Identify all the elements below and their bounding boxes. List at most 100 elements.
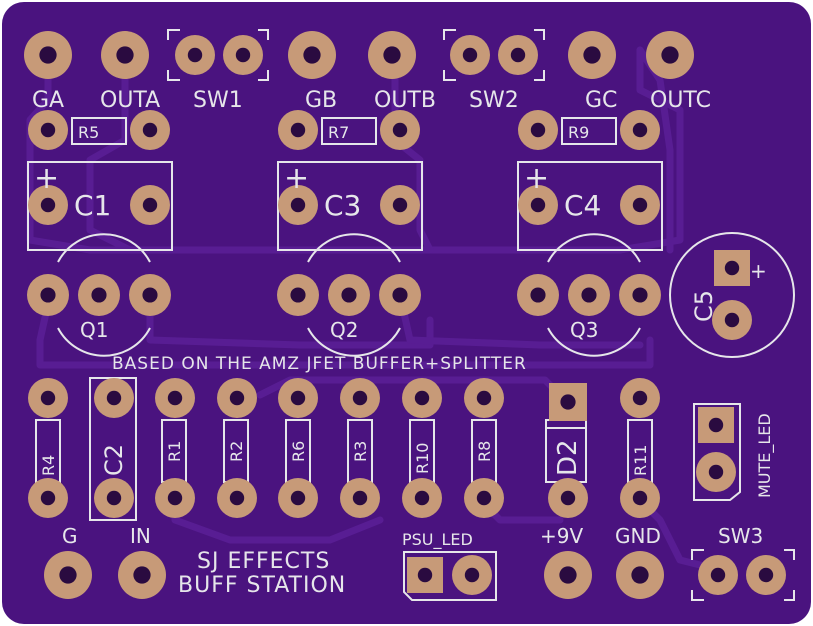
gc-pad-hole	[583, 46, 601, 64]
mute-led-round-pad-hole	[708, 464, 724, 480]
res-pad-upper-6-hole	[414, 390, 430, 406]
res-pad-lower-5-hole	[352, 490, 368, 506]
label-outa: OUTA	[100, 88, 160, 113]
label-mute-led: MUTE_LED	[755, 413, 775, 498]
switch-pad-2-hole	[462, 47, 478, 63]
psu-led-square-pad-hole	[417, 567, 433, 583]
cap-pad-5-hole	[632, 197, 648, 213]
label-c1: C1	[74, 189, 111, 222]
res-pad-lower-6-hole	[414, 490, 430, 506]
label-title-line1: SJ EFFECTS	[197, 549, 330, 574]
cap-pad-4-hole	[530, 197, 546, 213]
silkscreen-labels: GA OUTA SW1 GB OUTB SW2 GC OUTC R5 R7 R9…	[32, 88, 775, 598]
label-q3: Q3	[570, 318, 598, 342]
res-pad-lower-2-hole	[167, 490, 183, 506]
sw3-pad-1-hole	[710, 567, 726, 583]
transistor-pad-1-hole	[91, 287, 107, 303]
label-title-line2: BUFF STATION	[178, 573, 346, 598]
transistor-pad-3-hole	[290, 287, 306, 303]
c5-round-pad-hole	[724, 312, 740, 328]
label-r4: R4	[39, 455, 58, 476]
psu-led-round-pad-hole	[464, 567, 480, 583]
transistor-pad-2-hole	[142, 287, 158, 303]
label-c5-plus: +	[750, 259, 767, 283]
label-r10: R10	[413, 443, 432, 474]
switch-pad-0-hole	[187, 47, 203, 63]
label-sw3: SW3	[718, 524, 763, 548]
gb-pad-hole	[303, 46, 321, 64]
res-pad-lower-8-hole	[632, 490, 648, 506]
label-r2: R2	[227, 441, 246, 462]
label-gnd: GND	[615, 524, 661, 548]
label-r1: R1	[165, 441, 184, 462]
label-psu-led: PSU_LED	[402, 530, 473, 550]
label-g: G	[62, 524, 78, 548]
mute-led-square-pad-hole	[708, 417, 724, 433]
label-c1-plus: +	[34, 161, 59, 196]
res-pad-upper-3-hole	[229, 390, 245, 406]
res-pad-upper-7-hole	[476, 390, 492, 406]
label-c5: C5	[690, 290, 718, 322]
resistor-pad-top-5-hole	[632, 122, 648, 138]
label-r9: R9	[568, 123, 589, 142]
label-c4: C4	[564, 189, 601, 222]
res-pad-lower-0-hole	[40, 490, 56, 506]
sw3-pad-2-hole	[758, 567, 774, 583]
resistor-pad-top-0-hole	[40, 122, 56, 138]
transistor-pad-5-hole	[392, 287, 408, 303]
outc-pad-hole	[661, 46, 679, 64]
c5-square-pad-hole	[724, 260, 740, 276]
switch-pad-1-hole	[235, 47, 251, 63]
transistor-pad-0-hole	[40, 287, 56, 303]
res-pad-upper-2-hole	[167, 390, 183, 406]
resistor-pad-top-3-hole	[392, 122, 408, 138]
label-r3: R3	[351, 441, 370, 462]
label-c3: C3	[324, 189, 361, 222]
label-sw2: SW2	[469, 88, 519, 113]
resistor-pad-top-4-hole	[530, 122, 546, 138]
cap-pad-1-hole	[142, 197, 158, 213]
label-d2: D2	[553, 439, 583, 476]
res-pad-lower-1-hole	[106, 490, 122, 506]
label-r5: R5	[78, 123, 99, 142]
label-r11: R11	[631, 445, 650, 476]
resistor-pad-top-1-hole	[142, 122, 158, 138]
label-c3-plus: +	[284, 161, 309, 196]
outb-pad-hole	[383, 46, 401, 64]
label-gb: GB	[305, 88, 337, 113]
cap-pad-2-hole	[290, 197, 306, 213]
res-pad-lower-7-hole	[476, 490, 492, 506]
res-pad-upper-5-hole	[352, 390, 368, 406]
label-sw1: SW1	[193, 88, 243, 113]
res-pad-upper-8-hole	[632, 390, 648, 406]
switch-pad-3-hole	[510, 47, 526, 63]
label-based-on: BASED ON THE AMZ JFET BUFFER+SPLITTER	[112, 354, 527, 374]
label-c2: C2	[100, 444, 128, 476]
transistor-pad-8-hole	[632, 287, 648, 303]
d2-round-pad-hole	[560, 490, 576, 506]
label-r6: R6	[289, 441, 308, 462]
outa-pad-hole	[116, 46, 134, 64]
cap-pad-0-hole	[40, 197, 56, 213]
transistor-pad-6-hole	[530, 287, 546, 303]
label-q1: Q1	[80, 318, 108, 342]
label-q2: Q2	[330, 318, 358, 342]
res-pad-upper-0-hole	[40, 390, 56, 406]
res-pad-lower-4-hole	[290, 490, 306, 506]
silkscreen-outlines	[27, 29, 795, 601]
label-r8: R8	[475, 441, 494, 462]
bottom-jack-pad-1-hole	[133, 566, 151, 584]
transistor-pad-7-hole	[581, 287, 597, 303]
label-ga: GA	[32, 88, 64, 113]
resistor-pad-top-2-hole	[290, 122, 306, 138]
copper-pads	[24, 31, 786, 599]
bottom-jack-pad-2-hole	[559, 566, 577, 584]
label-plus9v: +9V	[540, 524, 583, 548]
cap-pad-3-hole	[392, 197, 408, 213]
ga-pad-hole	[39, 46, 57, 64]
d2-square-pad-hole	[560, 394, 576, 410]
label-gc: GC	[585, 88, 617, 113]
transistor-pad-4-hole	[341, 287, 357, 303]
label-outc: OUTC	[650, 88, 711, 113]
